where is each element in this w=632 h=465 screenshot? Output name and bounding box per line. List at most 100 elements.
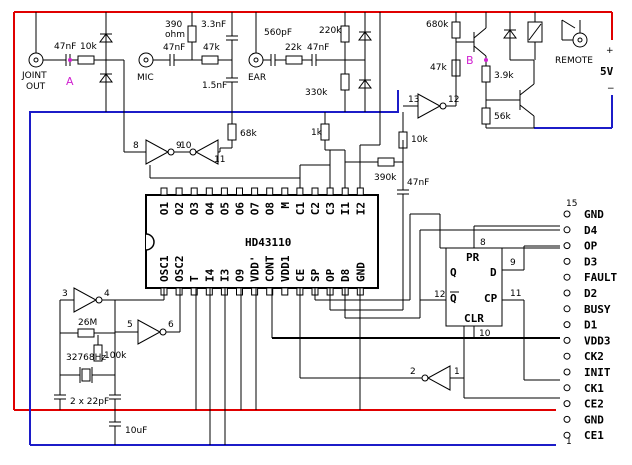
capacitor-mic [169, 54, 175, 66]
diode-relay [503, 29, 517, 39]
chip-top-pin [341, 187, 349, 196]
crystal [81, 368, 91, 382]
capacitor-47nf [397, 189, 409, 195]
resistor-390k [377, 157, 395, 167]
resistor-26m [77, 328, 95, 338]
connector-signal-label: VDD3 [584, 334, 611, 347]
chip-top-pin [281, 187, 289, 196]
chip-bottom-pin-label: GND [354, 262, 367, 282]
xtal-label: 32768Hz [66, 353, 106, 363]
gate-pin-13: 13 [408, 95, 419, 105]
connector-pin [563, 210, 571, 218]
resistor-47k [451, 59, 461, 77]
connector-pin [563, 336, 571, 344]
chip-bottom-pin-label: SP [309, 268, 322, 282]
chip-bottom-pin-label: I3 [218, 269, 231, 282]
chip-bottom-pin-label: CE [294, 269, 307, 282]
r-68k-label: 68k [240, 129, 257, 139]
gate-pin-8: 8 [133, 141, 139, 151]
inverter-5-6 [137, 319, 162, 345]
c-mic-label: 47nF [163, 43, 185, 53]
inverter-3-4 [73, 287, 98, 313]
ff-q: Q [450, 266, 457, 279]
chip-bottom-pin-label: I4 [203, 268, 216, 282]
r-ear-label: 22k [285, 43, 302, 53]
connector-pin [563, 226, 571, 234]
connector-signal-label: D1 [584, 319, 598, 332]
svg-text:ohm: ohm [165, 30, 185, 40]
capacitor-22pf-1 [54, 394, 66, 400]
probe-b: B [466, 54, 474, 67]
chip-top-pin [356, 187, 364, 196]
chip-bottom-pin [251, 287, 259, 296]
connector-pin [563, 368, 571, 376]
chip-top-pin-label: I2 [354, 202, 367, 215]
chip-top-pin [266, 187, 274, 196]
chip-bottom-pin-label: O9 [234, 269, 247, 282]
chip-bottom-pin [220, 287, 228, 296]
chip-bottom-pin-label: OSC2 [173, 256, 186, 283]
ff-pin-12: 12 [434, 290, 445, 300]
connector-pin [563, 242, 571, 250]
connector-signal-label: D2 [584, 287, 597, 300]
c-10uf-label: 10uF [125, 426, 147, 436]
chip-top-pin-label: O2 [173, 202, 186, 215]
connector-pin [563, 415, 571, 423]
gate-pin-6: 6 [168, 320, 174, 330]
ff-clr: CLR [464, 312, 484, 325]
gate-pin-10: 10 [180, 141, 192, 151]
connector-pin [563, 431, 571, 439]
chip-top-pin-label: M [279, 202, 292, 209]
connector-pin [563, 321, 571, 329]
chip-bottom-pin [281, 287, 289, 296]
c-mic3-label: 1.5nF [202, 81, 227, 91]
chip-top-pin [190, 187, 198, 196]
joint-out-label: JOINT [21, 71, 47, 81]
r-56k-label: 56k [494, 112, 511, 122]
connector-signal-label: CE2 [584, 398, 604, 411]
ear-label: EAR [248, 73, 266, 83]
chip-bottom-pin-label: T [188, 275, 201, 282]
resistor-330k [340, 73, 350, 91]
chip-top-pin [205, 187, 213, 196]
chip-top-pin [251, 187, 259, 196]
remote-jack [561, 19, 588, 48]
chip-top-pin [236, 187, 243, 196]
transistor-pnp [473, 12, 487, 66]
gate-pin-5: 5 [127, 320, 133, 330]
connector-signal-label: CK1 [584, 382, 604, 395]
gnd-rail [29, 90, 399, 445]
connector-pin [563, 384, 571, 392]
inverter-8-9 [145, 139, 170, 165]
mic-jack [138, 52, 154, 68]
resistor-22k [285, 55, 303, 65]
chip-bottom-pin-label: VDD1 [279, 255, 292, 282]
r-joint-label: 10k [80, 42, 97, 52]
connector-signal-label: BUSY [584, 303, 611, 316]
chip-bottom-pin-label: OP [324, 268, 337, 282]
resistor-220k [340, 25, 350, 43]
chip-bottom-pin [266, 287, 274, 296]
gate-pin-9: 9 [176, 141, 182, 151]
connector-signal-label: D3 [584, 255, 597, 268]
connector-pin [563, 400, 571, 408]
chip-top-pin-label: O7 [249, 202, 262, 215]
ff-pin-11: 11 [510, 289, 521, 299]
r-mic-ohm-label: 390 [165, 20, 182, 30]
ff-cp: CP [484, 292, 498, 305]
connector-signal-label: GND [584, 413, 604, 426]
chip-top-pin [296, 187, 304, 196]
resistor-68k [227, 123, 237, 141]
r-26m-label: 26M [78, 318, 97, 328]
supply-plus: + [606, 46, 614, 56]
chip-top-pin-label: O4 [203, 202, 216, 216]
resistor-56k [481, 107, 491, 125]
inverter-13-12 [417, 93, 442, 119]
r-39k-label: 3.9k [494, 71, 514, 81]
capacitor-22pf-2 [109, 394, 121, 400]
joint-out-jack [28, 12, 44, 68]
r-390k-label: 390k [374, 173, 397, 183]
chip-bottom-pin [175, 287, 183, 296]
resistor-390 [187, 25, 197, 43]
